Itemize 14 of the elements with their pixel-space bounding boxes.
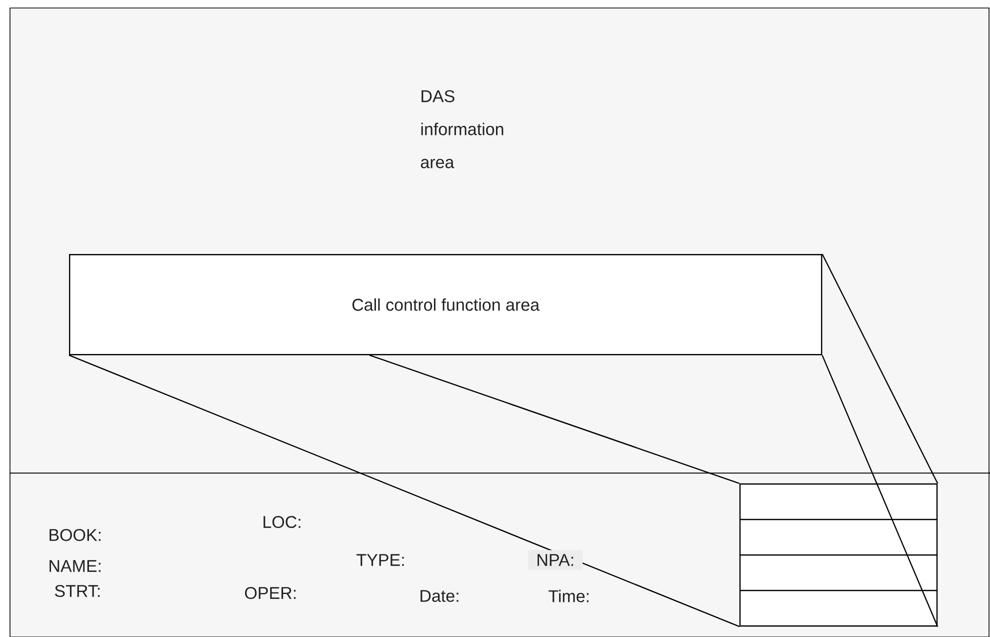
field-label: BOOK:	[50, 528, 100, 542]
projection-line	[822, 254, 938, 484]
field-label: NAME:	[50, 560, 100, 572]
field-label: NPA:	[528, 550, 583, 570]
field-label: TYPE:	[356, 554, 404, 566]
field-label: OPER:	[245, 586, 296, 600]
field-label: Date:	[420, 590, 458, 602]
projection-line	[369, 354, 740, 484]
field-label: Time:	[548, 590, 589, 602]
field-label: LOC:	[264, 516, 300, 528]
projection-line	[822, 354, 938, 627]
display-box	[739, 483, 938, 627]
function-box: Call control function area	[69, 254, 822, 356]
field-label: STRT:	[54, 584, 100, 598]
